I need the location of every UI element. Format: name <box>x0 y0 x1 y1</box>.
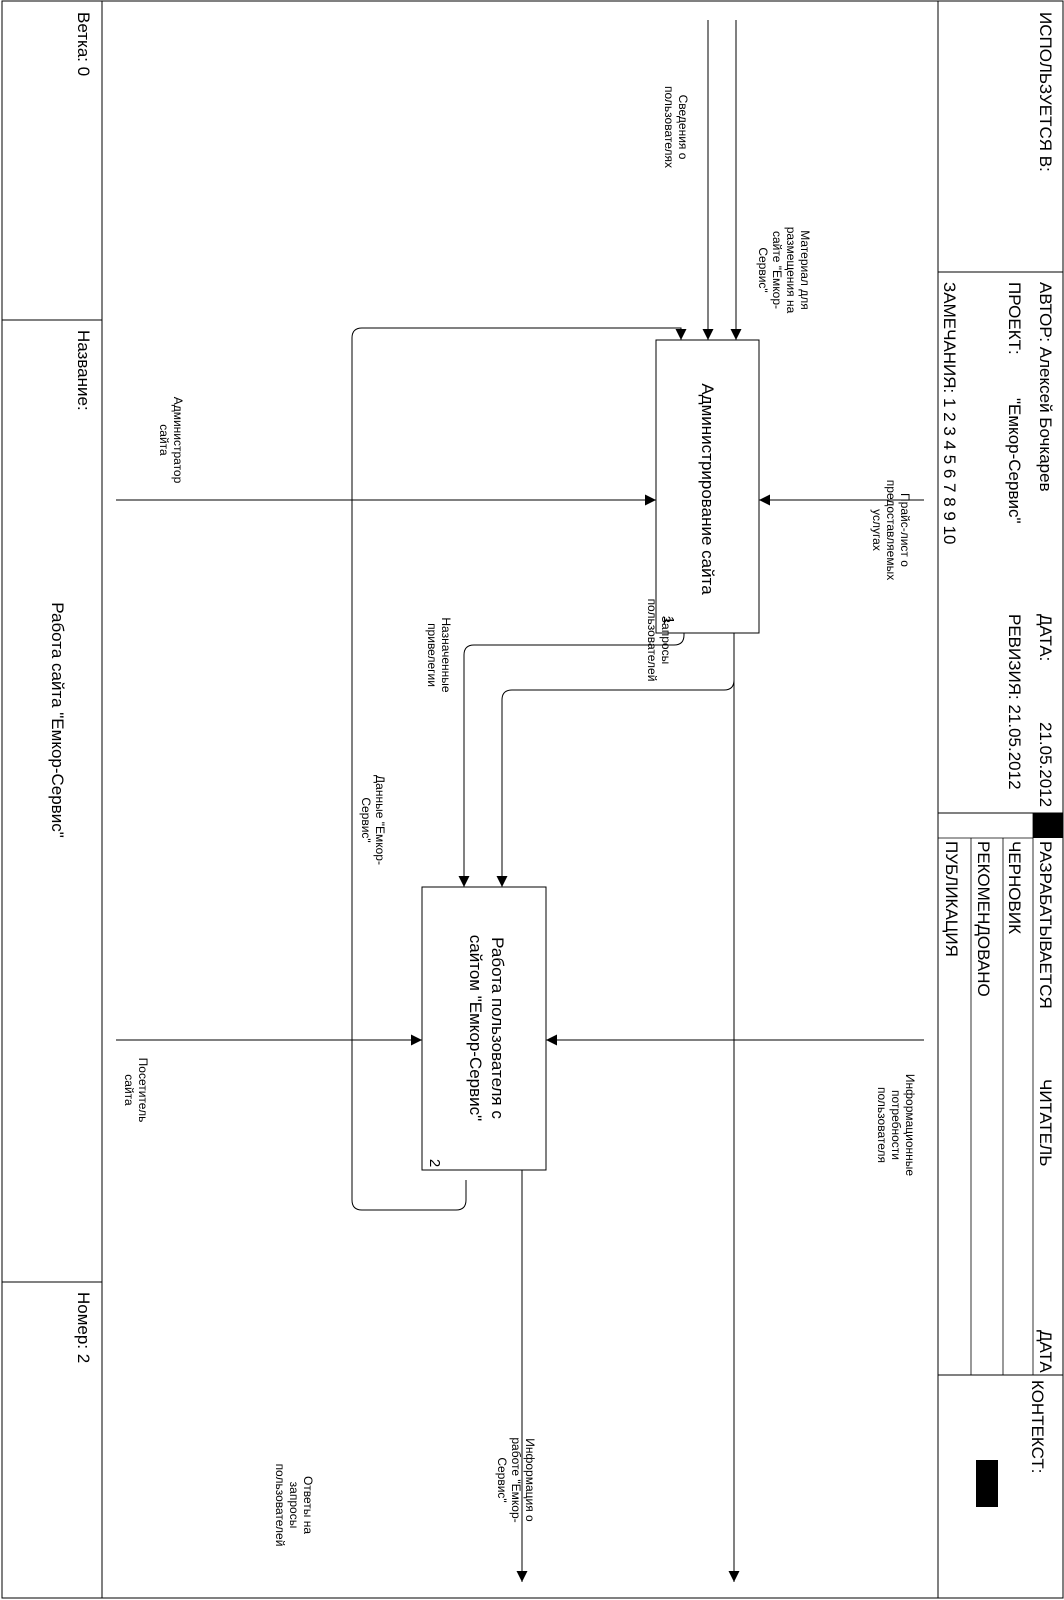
label-data-emkor-2: Сервис" <box>359 797 373 842</box>
arrow-labels: Материал для размещения на сайте "Емкор-… <box>122 86 917 1546</box>
date-value: 21.05.2012 <box>1036 722 1055 807</box>
label-privileges-2: привелегии <box>425 623 439 687</box>
block-1-number: 1 <box>660 616 677 624</box>
status-recommended: РЕКОМЕНДОВАНО <box>974 841 993 997</box>
notes-label: ЗАМЕЧАНИЯ: 1 2 3 4 5 6 7 8 9 10 <box>940 282 959 545</box>
label-material-2: размещения на <box>784 227 798 314</box>
reader-label: ЧИТАТЕЛЬ <box>1036 1079 1055 1166</box>
label-requests-2: пользователей <box>645 599 659 682</box>
block-1-label: Администрирование сайта <box>698 383 717 595</box>
status-developing: РАЗРАБАТЫВАЕТСЯ <box>1036 841 1055 1009</box>
status-publication: ПУБЛИКАЦИЯ <box>942 841 961 957</box>
status-draft: ЧЕРНОВИК <box>1005 841 1024 934</box>
label-privileges-1: Назначенные <box>439 617 453 693</box>
arrow-requests-feedback <box>351 327 687 1211</box>
label-company-info-2: работе "Емкор- <box>509 1437 523 1522</box>
project-label: ПРОЕКТ: <box>1005 282 1024 355</box>
arrow-data-emkor <box>496 633 735 887</box>
label-visitor-2: сайта <box>122 1074 136 1106</box>
block-2-label-line1: Работа пользователя с <box>488 937 507 1119</box>
branch-label: Ветка: 0 <box>74 12 93 76</box>
label-user-info-2: пользователях <box>662 86 676 168</box>
label-user-info-1: Сведения о <box>676 95 690 160</box>
block-1: Администрирование сайта 1 <box>655 339 760 634</box>
label-material-3: сайте "Емкор- <box>770 231 784 309</box>
arrow-privileges <box>458 633 685 887</box>
block-2-label-line2: сайтом "Емкор-Сервис" <box>466 935 485 1121</box>
label-price-list-2: предоставляемых <box>884 480 898 580</box>
label-data-emkor-1: Данные "Емкор- <box>373 775 387 865</box>
label-company-info-1: Информация о <box>523 1438 537 1522</box>
arrows <box>116 20 924 1211</box>
footer: Ветка: 0 Название: Работа сайта "Емкор-С… <box>2 1 103 1598</box>
context-label: КОНТЕКСТ: <box>1028 1380 1047 1473</box>
label-admin-2: сайта <box>157 424 171 456</box>
label-admin-1: Администратор <box>171 397 185 484</box>
author-label: АВТОР: Алексей Бочкарев <box>1036 282 1055 492</box>
label-price-list-1: Прайс-лист о <box>898 493 912 567</box>
label-material-4: Сервис" <box>756 247 770 292</box>
label-company-info-3: Сервис" <box>495 1457 509 1502</box>
label-info-needs-2: потребности <box>889 1090 903 1160</box>
date-column-label: ДАТА <box>1036 1330 1055 1373</box>
label-material-1: Материал для <box>798 230 812 309</box>
diagram-title: Работа сайта "Емкор-Сервис" <box>48 602 67 838</box>
name-label: Название: <box>74 330 93 411</box>
label-visitor-1: Посетитель <box>136 1058 150 1123</box>
revision-label: РЕВИЗИЯ: 21.05.2012 <box>1005 614 1024 790</box>
status-marker <box>1033 813 1063 838</box>
label-answers-2: запросы <box>287 1482 301 1529</box>
output-arrows <box>516 633 740 1582</box>
used-in-label: ИСПОЛЬЗУЕТСЯ В: <box>1036 12 1055 172</box>
label-info-needs-1: Информационные <box>903 1074 917 1177</box>
block-2: Работа пользователя с сайтом "Емкор-Серв… <box>421 886 547 1171</box>
date-label: ДАТА: <box>1036 614 1055 661</box>
header: ИСПОЛЬЗУЕТСЯ В: АВТОР: Алексей Бочкарев … <box>937 1 1063 1598</box>
label-answers-3: пользователей <box>273 1464 287 1547</box>
context-box <box>976 1460 998 1507</box>
block-2-number: 2 <box>426 1159 443 1167</box>
label-info-needs-3: пользователя <box>875 1087 889 1163</box>
block-2-frame <box>421 886 547 1171</box>
label-answers-1: Ответы на <box>301 1476 315 1534</box>
project-value: "Емкор-Сервис" <box>1005 398 1024 524</box>
label-requests-1: Запросы <box>659 616 673 664</box>
number-label: Номер: 2 <box>74 1292 93 1363</box>
label-price-list-3: услугах <box>870 509 884 551</box>
